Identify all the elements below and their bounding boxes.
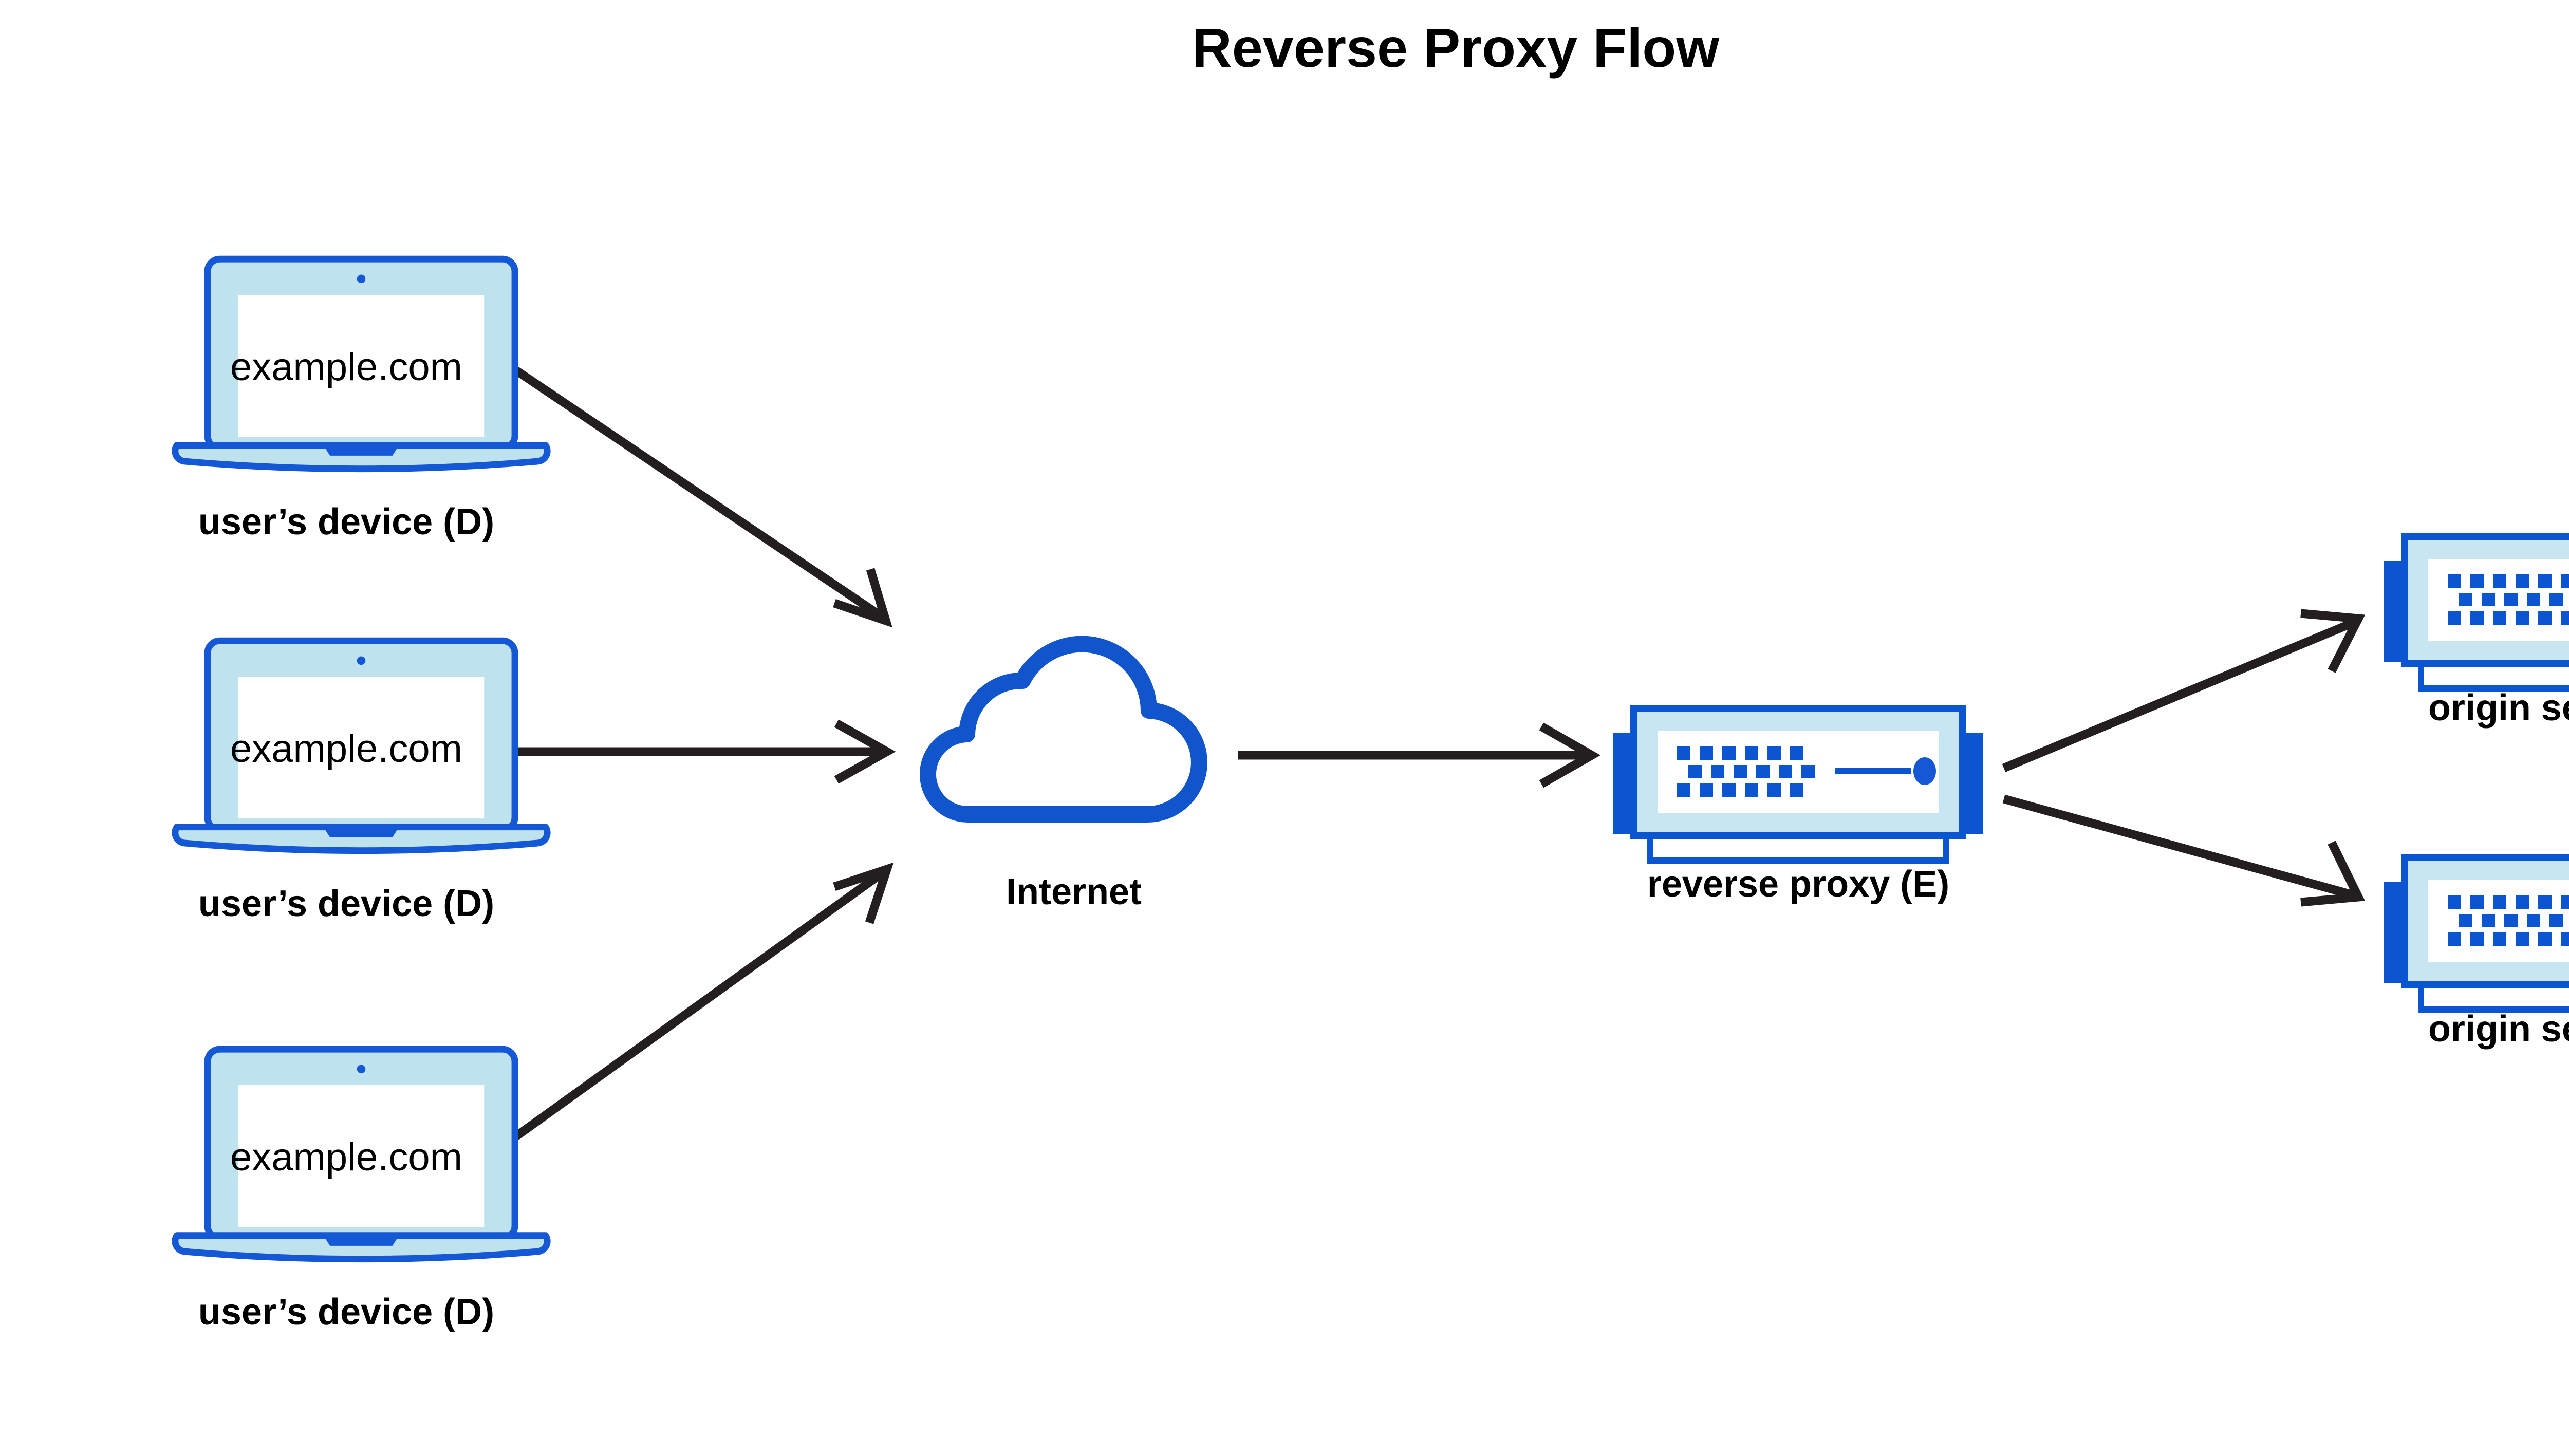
connector-internet-to-reverse-proxy [1238, 722, 1601, 788]
node-internet[interactable]: Internet [928, 644, 1199, 912]
device-screen-text: example.com [230, 727, 462, 771]
page-title: Reverse Proxy Flow [1192, 16, 1720, 79]
connector-reverse-proxy-to-origin-top [2002, 609, 2366, 772]
device-screen-text: example.com [230, 1135, 462, 1179]
origin-server-label: origin server (F) [2428, 687, 2569, 729]
device-screen-text: example.com [230, 345, 462, 389]
device-label: user’s device (D) [198, 883, 494, 924]
origin-server-label: origin server (F) [2428, 1009, 2569, 1050]
connector-group [511, 365, 2366, 1142]
node-user-device-top[interactable]: example.com user’s device (D) [175, 259, 547, 543]
internet-label: Internet [1006, 871, 1142, 912]
connector-device-top-to-internet [511, 365, 892, 628]
node-origin-server-top[interactable]: origin server (F) [2384, 536, 2569, 729]
server-icon [2384, 857, 2569, 1010]
server-icon [1613, 708, 1983, 861]
connector-reverse-proxy-to-origin-bottom [2002, 794, 2366, 907]
connector-device-middle-to-internet [514, 719, 896, 784]
node-user-device-middle[interactable]: example.com user’s device (D) [175, 641, 547, 924]
node-origin-server-bottom[interactable]: origin server (F) [2384, 857, 2569, 1050]
node-reverse-proxy[interactable]: reverse proxy (E) [1613, 708, 1983, 905]
node-user-device-bottom[interactable]: example.com user’s device (D) [175, 1049, 547, 1333]
connector-device-bottom-to-internet [511, 862, 894, 1142]
cloud-icon [928, 644, 1199, 814]
server-icon [2384, 536, 2569, 688]
reverse-proxy-label: reverse proxy (E) [1647, 864, 1949, 905]
device-label: user’s device (D) [198, 501, 494, 543]
device-label: user’s device (D) [198, 1292, 494, 1333]
